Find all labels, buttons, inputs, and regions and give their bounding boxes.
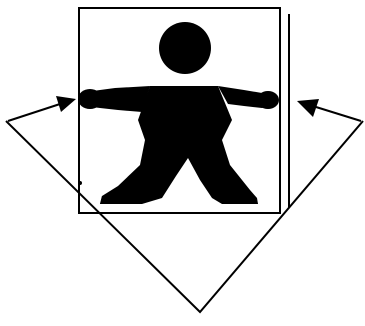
person-silhouette <box>78 22 279 204</box>
silhouette-left-hand <box>78 89 102 109</box>
silhouette-head <box>159 22 211 74</box>
left-arrow <box>8 96 76 121</box>
speck <box>78 181 82 185</box>
right-arrow <box>297 99 361 121</box>
silhouette-right-hand <box>257 91 279 109</box>
